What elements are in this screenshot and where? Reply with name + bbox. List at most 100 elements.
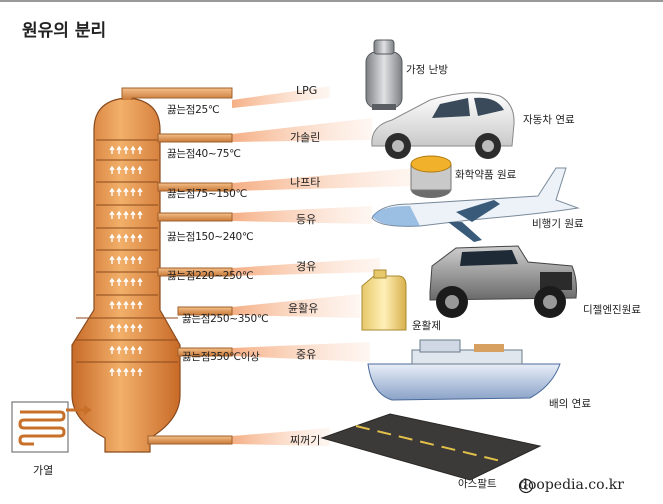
vapor-arrow	[116, 277, 122, 286]
top-border-line	[0, 0, 663, 2]
boiling-point-label-gasoline: 끓는점40~75℃	[167, 148, 241, 160]
outlet-pipe	[147, 435, 233, 445]
vapor-arrow	[137, 277, 143, 286]
boiling-point-label-kerosene: 끓는점150~240℃	[167, 231, 254, 243]
lpg-gas-tank-illustration	[365, 39, 403, 110]
outlet-pipe	[157, 212, 233, 222]
use-label-lubricant: 윤활제	[412, 320, 441, 332]
heater-unit	[11, 401, 92, 453]
use-label-diesel: 디젤엔진원료	[583, 304, 641, 316]
heating-label: 가열	[33, 464, 54, 477]
product-beams	[232, 86, 415, 446]
credit-text: doopedia.co.kr	[519, 477, 624, 493]
outlet-pipe	[177, 347, 233, 357]
vapor-arrow	[116, 187, 122, 196]
vapor-arrow	[130, 277, 136, 286]
vapor-arrow	[116, 367, 122, 376]
vapor-arrow	[130, 187, 136, 196]
outlet-pipe	[121, 87, 233, 100]
ship-illustration	[367, 339, 561, 401]
vapor-arrow	[109, 277, 115, 286]
boiling-point-label-naphtha: 끓는점75~150℃	[167, 188, 247, 200]
airplane-illustration	[371, 167, 579, 242]
vapor-arrow	[123, 367, 129, 376]
boiling-point-label-lubricant: 끓는점250~350℃	[182, 313, 269, 325]
asphalt-road-illustration	[320, 413, 542, 481]
vapor-arrow	[116, 210, 122, 219]
boiling-point-label-diesel: 끓는점220~250℃	[167, 270, 254, 282]
vapor-arrow	[109, 323, 115, 332]
distillation-column	[71, 97, 181, 453]
vapor-arrow	[137, 345, 143, 354]
vapor-arrow	[116, 345, 122, 354]
page-title: 원유의 분리	[22, 21, 107, 41]
vapor-arrow	[109, 145, 115, 154]
vapor-arrow	[116, 300, 122, 309]
vapor-arrow	[116, 323, 122, 332]
use-label-heavy-oil: 배의 연료	[549, 398, 591, 410]
vapor-arrow	[130, 367, 136, 376]
vapor-arrow	[137, 300, 143, 309]
use-label-kerosene: 비행기 원료	[532, 218, 584, 230]
vapor-arrow	[109, 210, 115, 219]
truck-illustration	[429, 245, 577, 318]
chemical-can-illustration	[410, 155, 452, 198]
vapor-arrow	[137, 233, 143, 242]
vapor-arrow	[123, 145, 129, 154]
vapor-arrow	[130, 165, 136, 174]
vapor-arrow	[123, 233, 129, 242]
vapor-arrow	[116, 233, 122, 242]
vapor-arrow	[137, 187, 143, 196]
vapor-arrow	[123, 345, 129, 354]
outlet-pipe	[177, 306, 233, 316]
vapor-arrow	[137, 165, 143, 174]
fraction-name-lpg: LPG	[296, 84, 318, 97]
outlet-pipes	[121, 87, 233, 445]
vapor-arrow	[137, 210, 143, 219]
vapor-arrow	[123, 210, 129, 219]
car-illustration	[371, 92, 515, 159]
vapor-arrow	[123, 300, 129, 309]
fraction-name-gasoline: 가솔린	[290, 131, 321, 144]
boiling-point-label-lpg: 끓는점25℃	[167, 104, 220, 116]
vapor-arrow	[109, 255, 115, 264]
outlet-pipe	[157, 267, 233, 277]
use-label-residue: 아스팔트	[458, 478, 497, 490]
vapor-arrow	[109, 187, 115, 196]
column-trays	[76, 139, 178, 376]
fraction-name-heavy-oil: 중유	[296, 348, 317, 361]
vapor-arrow	[137, 367, 143, 376]
vapor-arrow	[116, 255, 122, 264]
outlet-pipe	[157, 182, 233, 192]
vapor-arrow	[130, 323, 136, 332]
vapor-arrow	[137, 255, 143, 264]
vapor-arrow	[130, 210, 136, 219]
vapor-arrow	[130, 300, 136, 309]
copyright-icon	[518, 478, 534, 494]
fraction-name-naphtha: 나프타	[290, 176, 321, 189]
lubricant-jug-illustration	[361, 269, 407, 331]
vapor-arrow	[116, 165, 122, 174]
vapor-arrow	[123, 187, 129, 196]
vapor-arrow	[109, 345, 115, 354]
fraction-name-lubricant: 윤활유	[288, 302, 319, 315]
vapor-arrow	[130, 345, 136, 354]
vapor-arrow	[109, 367, 115, 376]
fraction-name-diesel: 경유	[296, 260, 317, 273]
vapor-arrow	[123, 323, 129, 332]
vapor-arrow	[116, 145, 122, 154]
vapor-arrow	[109, 233, 115, 242]
boiling-point-label-heavy-oil: 끓는점350℃이상	[182, 351, 260, 363]
vapor-arrow	[109, 300, 115, 309]
vapor-arrow	[130, 145, 136, 154]
vapor-arrow	[130, 255, 136, 264]
vapor-arrow	[109, 165, 115, 174]
use-label-lpg: 가정 난방	[406, 64, 448, 76]
vapor-arrow	[123, 277, 129, 286]
vapor-arrow	[137, 323, 143, 332]
use-label-gasoline: 자동차 연료	[523, 114, 575, 126]
outlet-pipe	[157, 133, 233, 143]
vapor-arrow	[137, 145, 143, 154]
